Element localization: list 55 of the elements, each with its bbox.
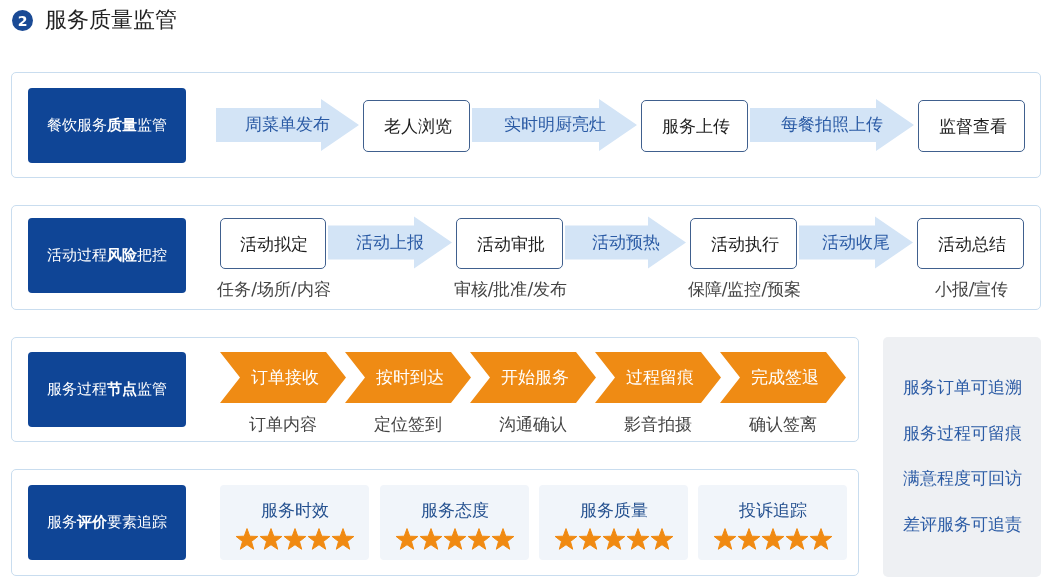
step-label: 过程留痕 — [626, 367, 694, 388]
card-title: 服务时效 — [260, 501, 329, 521]
category-label: 活动过程风险把控 — [47, 246, 167, 265]
step-label: 开始服务 — [501, 367, 569, 388]
feature-text: 服务过程可留痕 — [902, 424, 1022, 444]
category-box — [28, 485, 186, 560]
card-title: 投诉追踪 — [738, 501, 807, 521]
process-box — [641, 100, 748, 152]
row-panel — [11, 469, 859, 576]
step-label: 完成签退 — [751, 367, 819, 388]
step-label: 活动总结 — [937, 234, 1006, 255]
step-label: 监督查看 — [938, 117, 1007, 137]
card-title: 服务态度 — [420, 501, 489, 521]
step-caption: 沟通确认 — [499, 415, 567, 435]
step-caption: 定位签到 — [374, 415, 442, 435]
step-label: 活动执行 — [710, 234, 779, 255]
step-label: 服务上传 — [661, 117, 730, 137]
row-panel — [11, 205, 1041, 310]
process-box — [918, 100, 1025, 152]
category-label: 服务评价要素追踪 — [47, 513, 167, 532]
row-panel — [11, 72, 1041, 178]
number-badge: 2 — [12, 10, 33, 31]
rating-card — [698, 485, 847, 560]
step-caption: 任务/场所/内容 — [217, 280, 331, 300]
rating-card — [220, 485, 369, 560]
feature-text: 差评服务可追责 — [902, 515, 1022, 535]
category-box — [28, 218, 186, 293]
step-caption: 保障/监控/预案 — [687, 280, 802, 300]
category-label: 服务过程节点监管 — [47, 380, 167, 399]
title: 服务质量监管 — [45, 6, 177, 34]
step-label: 活动审批 — [476, 234, 545, 255]
step-label: 活动拟定 — [240, 234, 308, 255]
edge-label: 实时明厨亮灶 — [502, 115, 607, 135]
step-label: 订单接收 — [251, 367, 319, 388]
step-label: 老人浏览 — [383, 117, 452, 137]
edge-label: 周菜单发布 — [244, 115, 331, 135]
step-caption: 影音拍摄 — [624, 415, 692, 435]
rating-card — [539, 485, 688, 560]
category-label: 餐饮服务质量监管 — [47, 116, 167, 135]
step-caption: 确认签离 — [749, 415, 817, 435]
category-box — [28, 88, 186, 163]
category-box — [28, 352, 186, 427]
step-label: 按时到达 — [376, 367, 444, 388]
feature-text: 满意程度可回访 — [902, 469, 1022, 489]
rating-card — [380, 485, 529, 560]
card-title: 服务质量 — [579, 501, 648, 521]
step-caption: 审核/批准/发布 — [453, 280, 568, 300]
step-caption: 小报/宣传 — [934, 280, 1009, 300]
edge-label: 活动收尾 — [821, 232, 891, 253]
process-box — [363, 100, 470, 152]
step-caption: 订单内容 — [249, 415, 317, 435]
feature-text: 服务订单可追溯 — [902, 378, 1022, 398]
edge-label: 每餐拍照上传 — [780, 115, 884, 135]
edge-label: 活动上报 — [355, 232, 425, 253]
row-panel — [11, 337, 859, 442]
